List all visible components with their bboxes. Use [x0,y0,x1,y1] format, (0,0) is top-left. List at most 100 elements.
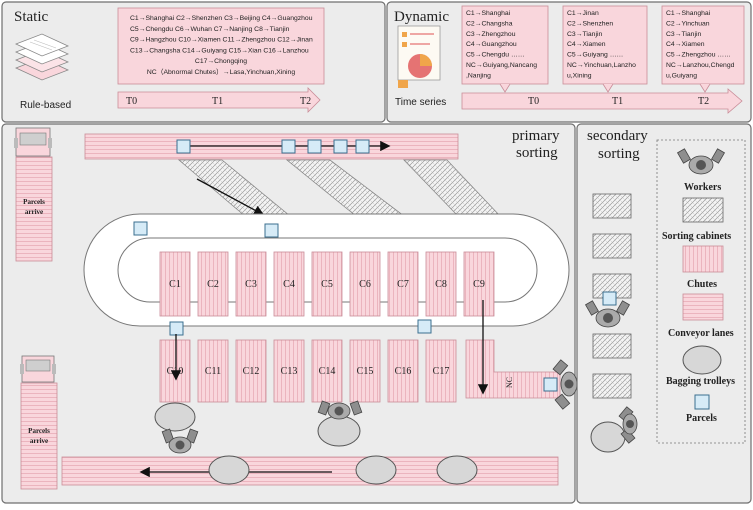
dynamic-box-line: ,Nanjing [466,72,491,79]
chute-c15 [349,339,381,403]
static-t2: T2 [300,96,311,107]
chute-label: C15 [357,366,374,377]
dynamic-caption: Time series [395,97,446,108]
loop-parcel [169,321,184,336]
dynamic-pointer-t0 [499,83,511,93]
dynamic-box-line: C4→Xiamen [567,41,606,48]
sorting-cabinet [592,233,632,259]
dynamic-box-t1 [562,5,648,85]
bagging-trolley [208,455,250,485]
dynamic-title: Dynamic [394,9,449,25]
dynamic-pointer-t1 [602,83,614,93]
static-timeline-arrow [117,87,321,113]
truck-bottom: Parcels arrive [20,355,58,490]
loop-parcel [264,223,279,238]
sorting-cabinet [592,193,632,219]
document-stack-icon [14,33,70,81]
chute-label: C2 [207,279,219,290]
chute-c12 [235,339,267,403]
bagging-trolley [154,402,196,432]
dynamic-box-line: C3→Tianjin [666,31,701,38]
dynamic-box-line: NC→Lanzhou,Chengd [666,62,735,69]
chute-c8 [425,251,457,317]
dynamic-box-line: C5→Guiyang …… [567,52,623,59]
legend-lane-icon [682,293,724,321]
sorting-cabinet [592,333,632,359]
chute-label: C6 [359,279,371,290]
legend-chutes: Chutes [687,279,717,290]
chute-label: C14 [319,366,336,377]
loop-parcel [417,319,432,334]
top-lane-parcels [176,139,370,154]
dynamic-t2: T2 [698,96,709,107]
truck-top: Parcels arrive [14,127,53,262]
dynamic-t1: T1 [612,96,623,107]
static-rules: C1→Shanghai C2→Shenzhen C3→Beijing C4→Gu… [130,15,313,76]
worker-secondary-2 [618,406,638,444]
static-caption: Rule-based [20,100,71,111]
static-rule-line: C5→Chengdu C6→Wuhan C7→Nanjing C8→Tianji… [130,26,290,33]
legend-parcel-icon [694,394,710,410]
dynamic-box-line: C3→Tianjin [567,31,602,38]
chute-c3 [235,251,267,317]
nc-label: NC [505,377,514,388]
dynamic-box-line: C2→Yinchuan [666,20,710,27]
secondary-parcel [602,291,617,306]
dynamic-box-texts: C1→ShanghaiC2→ChangshaC3→ZhengzhouC4→Gua… [466,10,735,79]
chute-label: C11 [205,366,221,377]
chute-c2 [197,251,229,317]
chute-label: C9 [473,279,485,290]
bagging-trolley [436,455,478,485]
bagging-trolley [317,415,361,447]
static-t1: T1 [212,96,223,107]
primary-sorting-panel: primary sorting Parcels arrive Parcels a… [1,123,578,504]
dynamic-box-line: C1→Shanghai [466,10,511,17]
chute-label: C8 [435,279,447,290]
dynamic-box-line: C3→Zhengzhou [466,31,516,38]
static-title: Static [14,9,49,25]
dynamic-box-line: C4→Xiamen [666,41,705,48]
legend-trolleys: Bagging trolleys [666,376,735,387]
chart-document-icon [397,25,441,88]
legend-parcels: Parcels [686,413,717,424]
chute-label: C13 [281,366,298,377]
dynamic-box-line: C4→Guangzhou [466,41,517,48]
chute-c4 [273,251,305,317]
legend-lanes: Conveyor lanes [668,328,734,339]
secondary-label-line1: secondary [587,128,648,144]
dynamic-box-t2 [661,5,745,85]
chute-c14 [311,339,343,403]
dynamic-timeline-arrow [461,88,743,114]
chute-c7 [387,251,419,317]
static-rules-box [117,7,325,85]
static-t0: T0 [126,96,137,107]
legend-trolley-icon [682,345,722,375]
dynamic-t0: T0 [528,96,539,107]
static-rule-line: C13→Changsha C14→Guiyang C15→Xian C16→La… [130,47,309,54]
loop-parcel [133,221,148,236]
chute-c5 [311,251,343,317]
dynamic-panel: Dynamic Time series C1→ShanghaiC2→Changs… [386,1,752,123]
legend-cabinet-icon [682,197,724,223]
dynamic-box-line: C5→Chengdu …… [466,52,525,59]
static-rule-line: C9→Hangzhou C10→Xiamen C11→Zhengzhou C12… [130,37,313,44]
secondary-sorting-panel: secondary sorting Workers [576,123,752,504]
chute-c1 [159,251,191,317]
truck-bottom-label-1: Parcels [28,427,50,435]
truck-top-label-1: Parcels [23,198,45,206]
truck-bottom-label-2: arrive [30,437,48,445]
dynamic-box-line: C2→Shenzhen [567,20,613,27]
dynamic-box-line: C5→Zhengzhou …… [666,52,731,59]
worker-2 [317,400,363,420]
static-rule-line: C1→Shanghai C2→Shenzhen C3→Beijing C4→Gu… [130,15,313,22]
worker-nc [552,359,578,410]
legend-chute-icon [682,245,724,273]
chute-c16 [387,339,419,403]
worker-secondary-1 [584,300,631,328]
chute-label: C10 [167,366,184,377]
legend-workers: Workers [684,182,721,193]
bottom-conveyor-lane [61,456,559,486]
